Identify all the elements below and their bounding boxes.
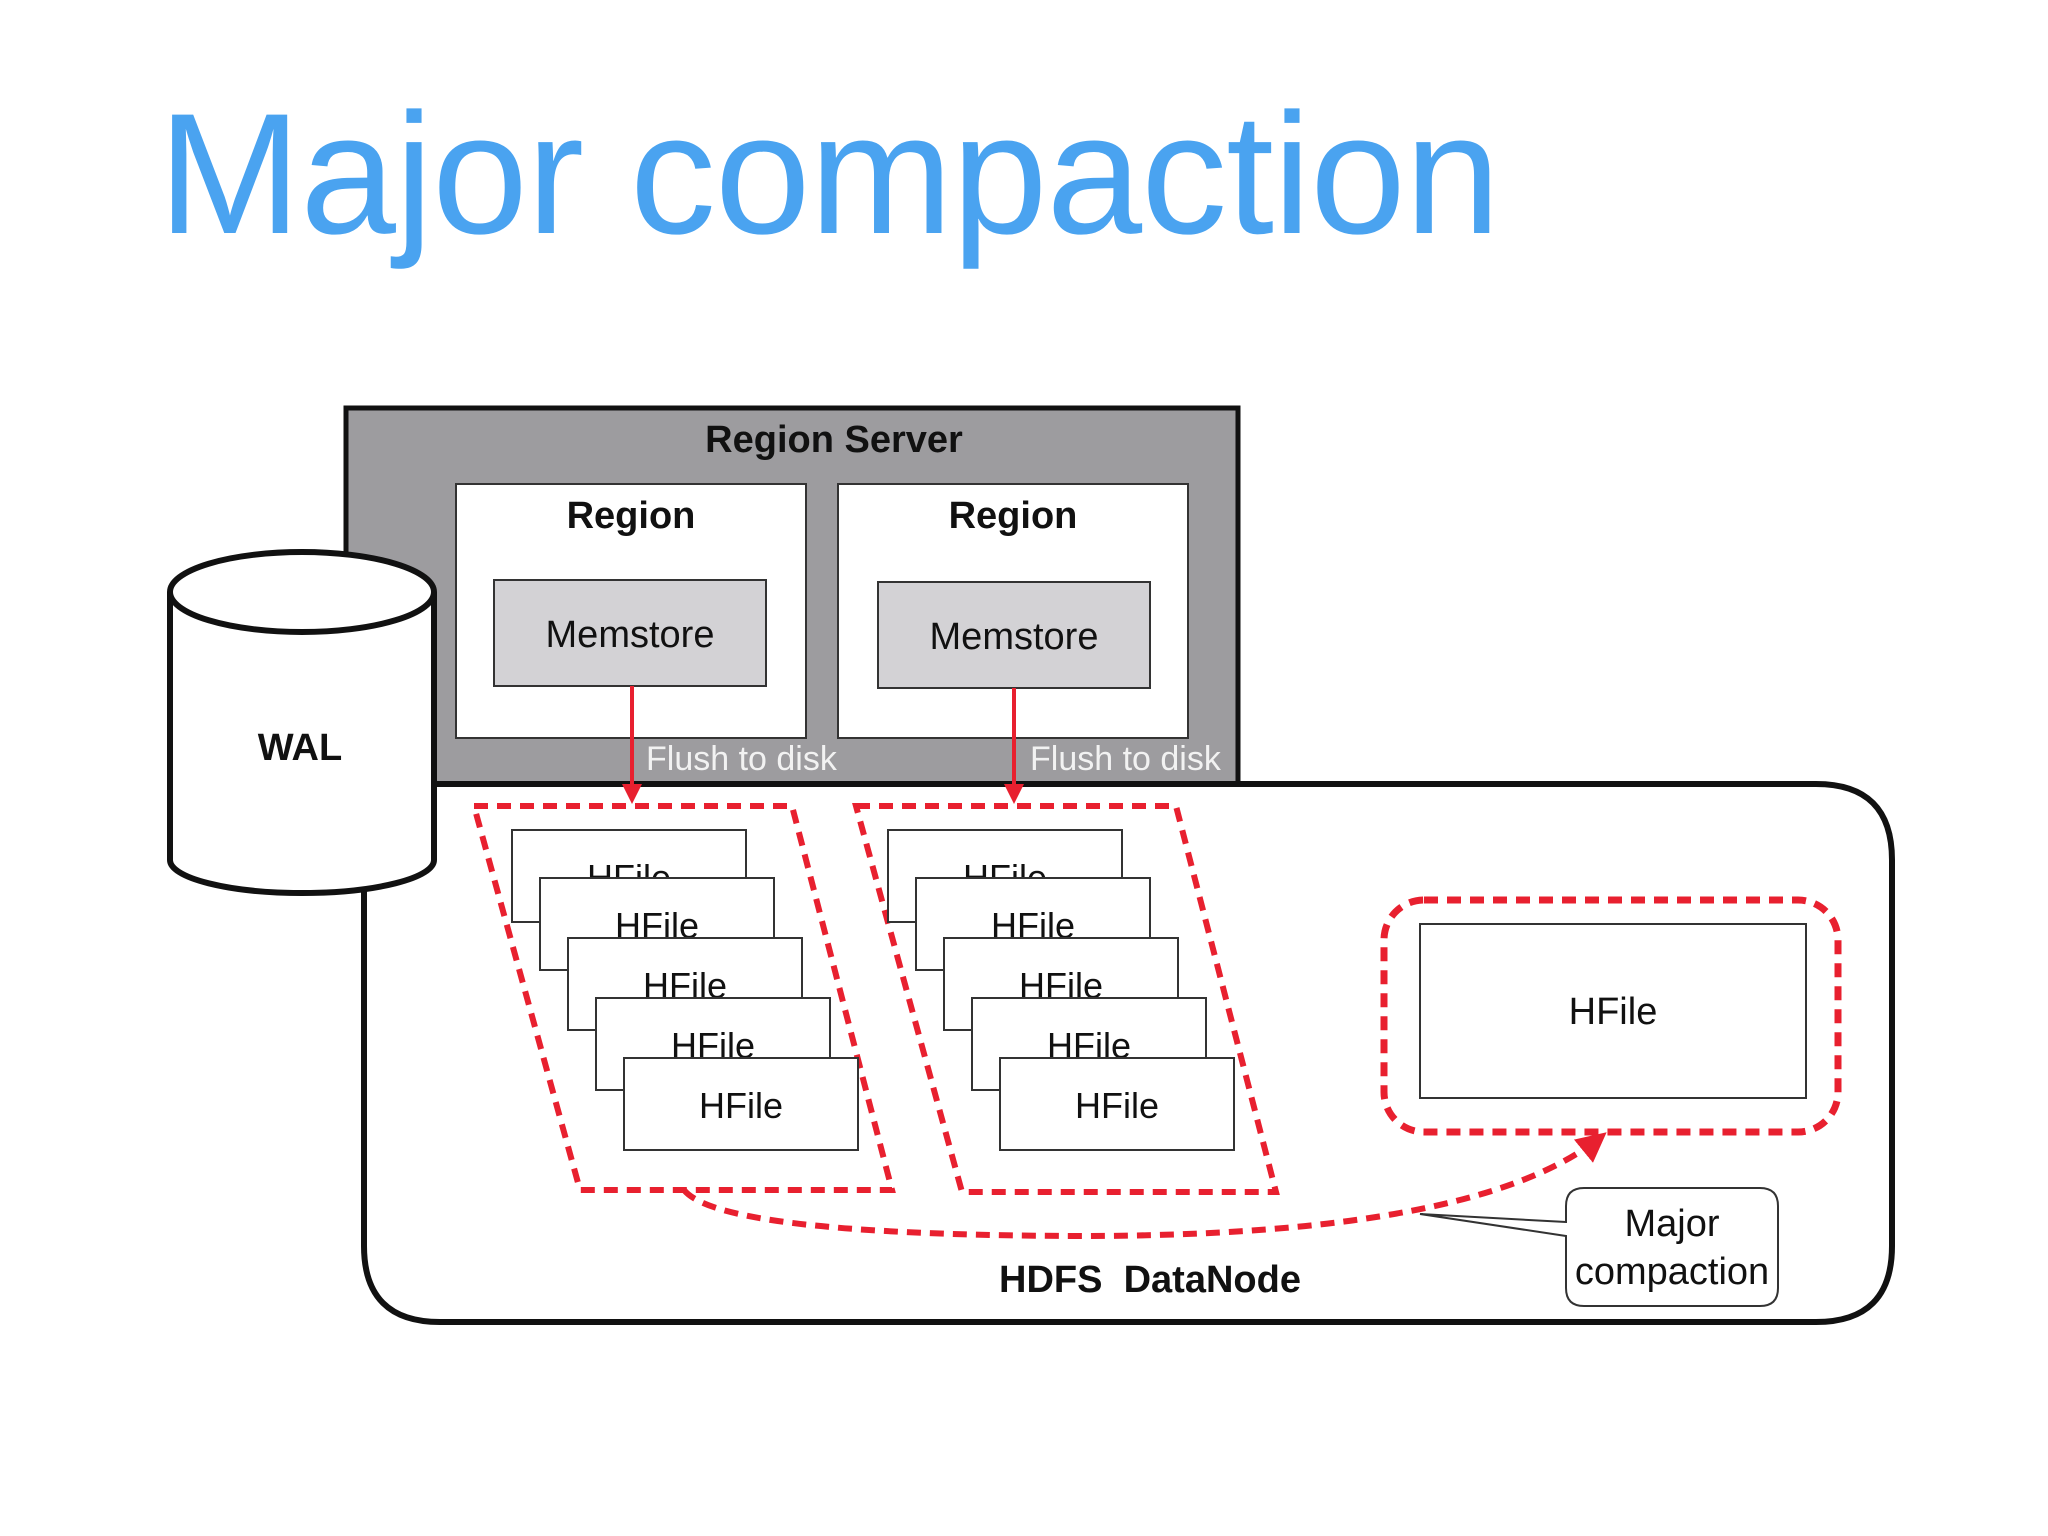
- slide-title: Major compaction: [158, 78, 1500, 270]
- hfile-group-1-outline: [470, 803, 896, 1193]
- region-server-label: Region Server: [705, 419, 963, 461]
- memstore-label-1: Memstore: [546, 614, 715, 656]
- hfile-group-2-outline: [852, 803, 1280, 1195]
- flush-label-1: Flush to disk: [646, 740, 838, 778]
- compacted-hfile-box: [1419, 923, 1807, 1099]
- compacted-hfile-outline: [1380, 896, 1842, 1136]
- hfile-label: HFile: [1075, 1085, 1159, 1126]
- hfile-card: [999, 1057, 1235, 1151]
- callout-line-1: Major: [1624, 1203, 1719, 1245]
- callout-line-2: compaction: [1575, 1251, 1769, 1293]
- hfile-card: [623, 1057, 859, 1151]
- memstore-label-2: Memstore: [930, 616, 1099, 658]
- memstore-box-1: [493, 579, 767, 687]
- datanode-label: HDFS DataNode: [999, 1259, 1301, 1301]
- compaction-arrow: [681, 1132, 1607, 1240]
- region-label-1: Region: [567, 495, 696, 537]
- compacted-hfile-label: HFile: [1569, 991, 1658, 1033]
- region-label-2: Region: [949, 495, 1078, 537]
- hfile-stack-1: HFile HFile HFile HFile HFile: [511, 829, 859, 1151]
- hfile-stack-2: HFile HFile HFile HFile HFile: [887, 829, 1235, 1151]
- hfile-label: HFile: [699, 1085, 783, 1126]
- wal-label: WAL: [258, 727, 342, 769]
- flush-label-2: Flush to disk: [1030, 740, 1222, 778]
- wal-cylinder: [167, 549, 437, 896]
- callout-bubble: [1419, 1187, 1779, 1307]
